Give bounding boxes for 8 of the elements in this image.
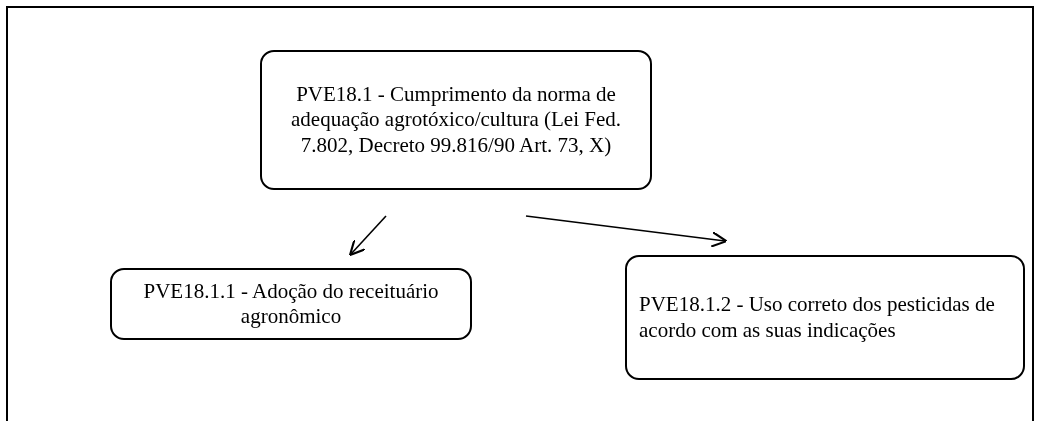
arrow bbox=[348, 215, 387, 257]
arrow bbox=[525, 215, 728, 248]
rounded-box bbox=[260, 50, 652, 190]
box-text: PVE18.1.2 - Uso correto dos pesticidas de acordo com as suas indicações bbox=[639, 292, 996, 343]
box-text: PVE18.1 - Cumprimento da norma de adequação agrotóxico/cultura (Lei Fed. 7.802, Decreto 99.816/90 Art. 73, X) bbox=[290, 82, 622, 158]
rounded-box bbox=[110, 268, 472, 340]
box-text: PVE18.1.1 - Adoção do receituário agronômico bbox=[142, 278, 440, 330]
rounded-box bbox=[625, 255, 1025, 380]
